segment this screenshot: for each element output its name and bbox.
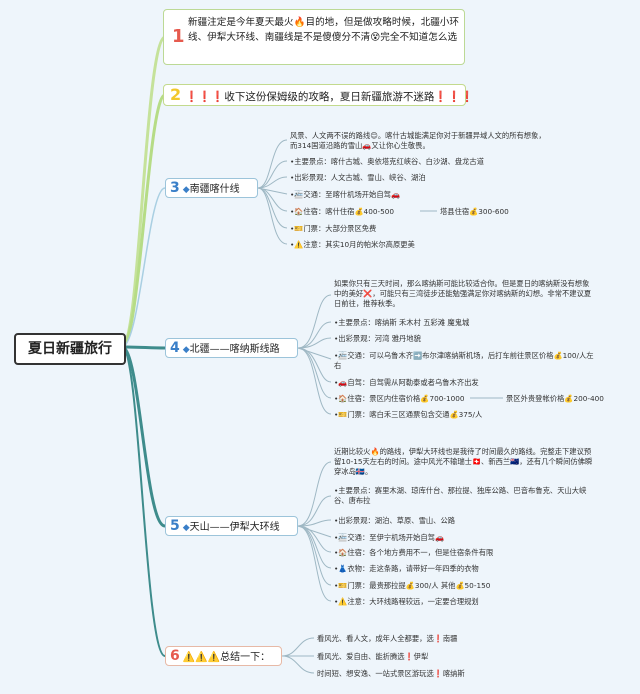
branch4-stay-extra: 景区外贵登帐价格💰200-400 (506, 394, 604, 403)
branch3-intro-line1: 风景、人文两不误的路线😊。喀什古城能满足你对于新疆异域人文的所有想象， (290, 131, 546, 140)
branch4-drive: •🚗自驾：自驾需从阿勒泰或者乌鲁木齐出发 (334, 378, 479, 387)
branch5-spots-line1: •主要景点：赛里木湖、琼库什台、那拉提、独库公路、巴音布鲁克、天山大峡 (334, 486, 587, 495)
branch3-ticket: •🎫门票：大部分景区免费 (290, 224, 377, 233)
branch2-number: 2 (170, 85, 182, 104)
diamond-icon: ◆ (182, 345, 190, 355)
link-branch1 (120, 35, 166, 349)
branch4-number: 4 (170, 340, 180, 356)
branch2-text: 收下这份保姆级的攻略，夏日新疆旅游不迷路 (224, 91, 435, 103)
branch4-intro-line3: 日前往，推荐秋季。 (334, 299, 400, 308)
branch4-ticket: •🎫门票：喀白禾三区通票包含交通💰375/人 (334, 410, 483, 419)
branch4-traffic-line2: 右 (334, 361, 342, 370)
link-branch3 (121, 187, 166, 348)
branch3-number: 3 (170, 180, 180, 196)
branch4-node[interactable]: 4◆北疆——喀纳斯线路 (165, 338, 298, 358)
branch2-bang-right: ❗❗❗ (434, 91, 474, 103)
branch3-stay-extra: 塔县住宿💰300-600 (440, 207, 509, 216)
link-branch5 (121, 345, 166, 528)
branch4-label: 北疆——喀纳斯线路 (189, 344, 280, 355)
branch5-stay: •🏠住宿：各个地方费用不一，但是住宿条件有限 (334, 548, 494, 557)
branch6-line1: 看风光、看人文，成年人全都要，选❗南疆 (317, 634, 458, 643)
branch6-line2: 看风光、爱自由、能折腾选❗伊犁 (317, 652, 429, 661)
branch5-node[interactable]: 5◆天山——伊犁大环线 (165, 516, 298, 536)
branch5-clothes: •👗衣物：走这条路，请带好一年四季的衣物 (334, 564, 479, 573)
link-branch4 (121, 345, 166, 350)
branch5-intro-line3: 穿冰岛🇮🇸。 (334, 467, 373, 476)
branch5-spots-line2: 谷、唐布拉 (334, 496, 371, 505)
branch2-bang-left: ❗❗❗ (185, 91, 225, 103)
branch1-text: 新疆注定是今年夏天最火🔥目的地，但是做攻略时候，北疆小环线、伊犁大环线、南疆线是… (188, 17, 459, 43)
branch5-leaf-links (297, 461, 332, 602)
branch2-card[interactable]: 2❗❗❗收下这份保姆级的攻略，夏日新疆旅游不迷路❗❗❗ (163, 84, 474, 106)
warning-icon: ⚠️⚠️⚠️ (182, 652, 221, 663)
branch1-number: 1 (172, 26, 185, 47)
branch5-ticket: •🎫门票：最贵那拉提💰300/人 其他💰50-150 (334, 581, 491, 590)
branch3-leaf-links (257, 139, 437, 245)
branch5-intro-line2: 留10-15天左右的时间。途中风光不输瑞士🇨🇭、新西兰🇳🇿，还有几个瞬间仿佛瞬 (334, 457, 593, 466)
branch3-spots: •主要景点：喀什古城、奥依塔克红峡谷、白沙湖、盘龙古道 (290, 157, 485, 166)
branch4-intro-line2: 中的美好❌，可能只有三湾徒步还能勉强满足你对喀纳斯的幻想。非常不建议夏 (334, 289, 592, 298)
branch3-scenery: •出彩景观：人文古城、雪山、峡谷、湖泊 (290, 173, 426, 182)
branch6-line3: 时间短、想安逸、一站式景区游玩选❗喀纳斯 (317, 669, 465, 678)
branch3-label: 南疆喀什线 (189, 184, 240, 195)
branch5-note: •⚠️注意：大环线路程较远，一定要合理规划 (334, 597, 479, 606)
branch5-number: 5 (170, 518, 180, 534)
branch5-traffic: •🚈交通：至伊宁机场开始自驾🚗 (334, 533, 445, 542)
branch1-card[interactable]: 1 新疆注定是今年夏天最火🔥目的地，但是做攻略时候，北疆小环线、伊犁大环线、南疆… (163, 9, 465, 65)
branch4-spots: •主要景点：喀纳斯 禾木村 五彩滩 魔鬼城 (334, 318, 470, 327)
branch5-intro-line1: 近期比较火🔥的路线，伊犁大环线也是我待了时间最久的路线。完整走下建议预 (334, 447, 592, 456)
diamond-icon: ◆ (182, 523, 190, 533)
branch3-note: •⚠️注意：其实10月的帕米尔高原更美 (290, 240, 415, 249)
branch6-leaf-links (281, 637, 315, 674)
branch4-intro-line1: 如果你只有三天时间，那么喀纳斯可能比较适合你。但是夏日的喀纳斯没有想象 (334, 279, 590, 288)
branch4-leaf-links (297, 294, 503, 415)
branch3-intro-line2: 而314国道沿路的雪山🚗又让你心生敬畏。 (290, 141, 430, 150)
branch4-traffic-line1: •🚈交通：可以乌鲁木齐➡️布尔津喀纳斯机场，后打车前往景区价格💰100/人左 (334, 351, 594, 360)
link-branch6 (121, 346, 166, 657)
branch5-scenery: •出彩景观：湖泊、草原、雪山、公路 (334, 516, 456, 525)
branch3-traffic: •🚈交通：至喀什机场开始自驾🚗 (290, 190, 401, 199)
link-branch2 (120, 93, 167, 349)
branch6-node[interactable]: 6⚠️⚠️⚠️总结一下： (165, 646, 282, 666)
branch3-node[interactable]: 3◆南疆喀什线 (165, 178, 258, 198)
branch4-scenery: •出彩景观：河湾 雅丹地貌 (334, 334, 421, 343)
diamond-icon: ◆ (182, 185, 190, 195)
branch6-number: 6 (170, 648, 180, 664)
branch4-stay: •🏠住宿：景区内住宿价格💰700-1000 (334, 394, 465, 403)
branch6-label: 总结一下： (220, 652, 271, 663)
branch3-stay: •🏠住宿：喀什住宿💰400-500 (290, 207, 395, 216)
root-node[interactable]: 夏日新疆旅行 (14, 333, 126, 365)
branch5-label: 天山——伊犁大环线 (189, 522, 280, 533)
